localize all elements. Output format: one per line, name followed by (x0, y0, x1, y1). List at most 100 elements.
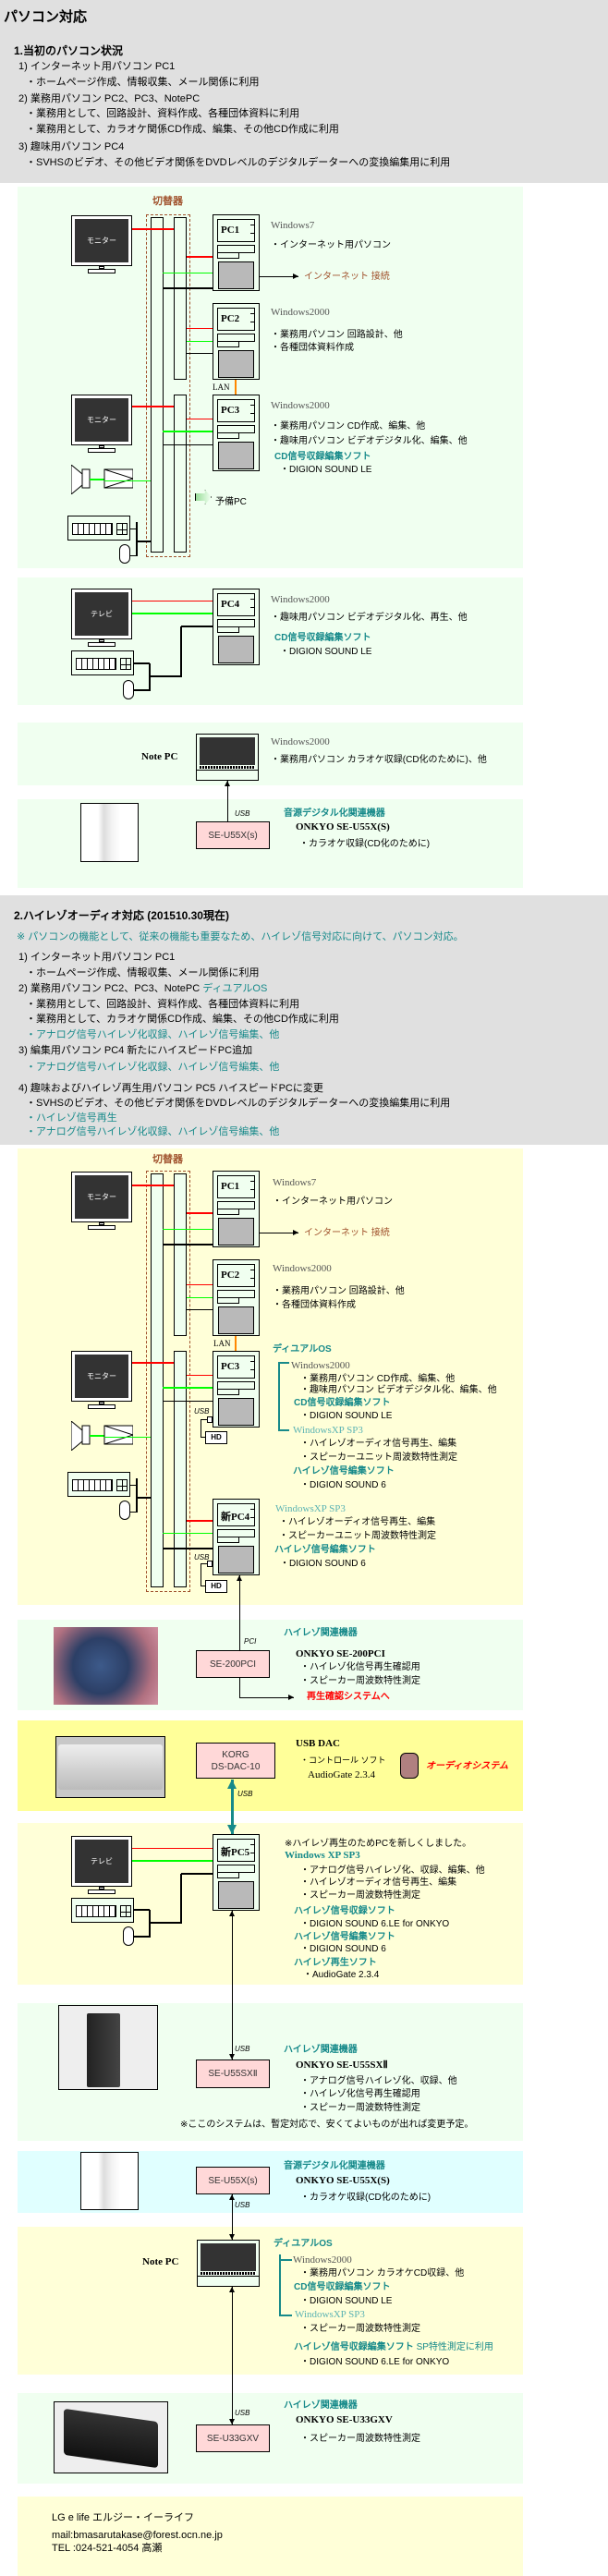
drive-bay (217, 1537, 239, 1543)
device-model: ONKYO SE-U55X(S) (296, 2175, 390, 2186)
s2-line: 4) 趣味およびハイレゾ再生用パソコン PC5 ハイスピードPCに変更 (18, 1083, 323, 1095)
cable (163, 1229, 213, 1230)
switch-bar (174, 1351, 187, 1587)
pc-label: PC2 (217, 1264, 255, 1287)
drive-bay (217, 341, 239, 347)
cable (137, 1497, 151, 1499)
cable (163, 1244, 213, 1245)
footer-mail[interactable]: mail:bmasarutakase@forest.ocn.ne.jp (52, 2530, 223, 2541)
pc-detail (250, 1278, 255, 1279)
pc-desc: ・インターネット用パソコン (273, 1197, 393, 1207)
os-label: Windows2000 (271, 400, 330, 411)
lan-cable (235, 1336, 237, 1351)
cable (201, 1437, 205, 1438)
vent-grill (218, 1546, 254, 1574)
drive-bay (217, 626, 239, 633)
keypad (120, 658, 131, 670)
keyboard-icon (71, 1898, 134, 1923)
switch-label: 切替器 (152, 196, 183, 207)
arrow-head-icon (229, 2419, 235, 2424)
device-model: ONKYO SE-U55SXⅡ (296, 2060, 388, 2071)
pc-desc: ・スピーカーユニット周波数特性測定 (300, 1452, 457, 1463)
switch-box (146, 1171, 190, 1592)
pc-desc: ・業務用パソコン 回路設計、他 (273, 1286, 405, 1296)
arrow-head-icon (293, 273, 298, 279)
vent-grill (218, 350, 254, 378)
cable (130, 555, 138, 556)
dual-os-label: ディユアルOS (273, 1344, 332, 1355)
pc-label: PC3 (217, 399, 255, 422)
pc-tower-icon: PC3 (213, 1351, 260, 1428)
arrow-head-icon (229, 1911, 235, 1916)
soft-name: ・DIGION SOUND LE (280, 465, 372, 475)
device-desc: ・アナログ信号ハイレゾ化、収録、他 (300, 2076, 457, 2086)
s2-line-text: 3) 編集用パソコン PC4 新たにハイスピードPC追加 (18, 1045, 253, 1056)
monitor-label: テレビ (75, 1840, 128, 1883)
switch-bar (174, 1173, 187, 1336)
s2-line: ・アナログ信号ハイレゾ化収録、ハイレゾ信号編集、他 (26, 1062, 279, 1074)
switch-bar (151, 217, 164, 553)
device-desc: ・スピーカー周波数特性測定 (300, 2434, 420, 2444)
soft-heading: ハイレゾ信号収録ソフト (294, 1906, 395, 1916)
se-u55x-photo (80, 803, 139, 862)
monitor-icon: モニター (71, 1172, 132, 1222)
device-se-u55sx2: SE-U55SXⅡ (196, 2060, 270, 2088)
usb-label: USB (235, 2045, 250, 2053)
s2-line-text: 4) 趣味およびハイレゾ再生用パソコン PC5 ハイスピードPCに変更 (18, 1083, 323, 1094)
pc-tower-icon: PC4 (213, 589, 260, 665)
pc-desc: ・ハイレゾオーディオ信号再生、編集 (279, 1517, 436, 1527)
keyboard-icon (71, 650, 134, 675)
mouse-icon (123, 680, 134, 699)
device-se-u55x: SE-U55X(s) (196, 2167, 270, 2194)
cable (201, 1419, 207, 1420)
s2-line-text: ・業務用として、回路設計、資料作成、各種団体資料に利用 (26, 999, 300, 1010)
cable (187, 1309, 213, 1310)
tree-line (278, 1429, 289, 1431)
tree-line (278, 1362, 280, 1430)
pc-desc: ・業務用パソコン CD作成、編集、他 (271, 421, 426, 431)
cable (181, 626, 213, 627)
vent-grill (218, 1306, 254, 1334)
laptop-keys (201, 2272, 256, 2275)
device-desc: ・カラオケ収録(CD化のために) (300, 2193, 432, 2203)
keys (72, 523, 113, 535)
vent-grill (218, 1398, 254, 1426)
arrow-head-icon (225, 781, 230, 786)
s1-line: 1) インターネット用パソコン PC1 (18, 61, 176, 72)
keys (76, 658, 116, 670)
se-u55x-photo (80, 2152, 139, 2210)
cable (187, 1212, 213, 1214)
laptop-keys (200, 766, 255, 769)
arrow-head-icon (229, 2194, 235, 2200)
monitor-label: テレビ (75, 592, 128, 636)
pc-desc: ・アナログ信号ハイレゾ化、収録、編集、他 (300, 1865, 485, 1876)
cable (187, 256, 213, 258)
internet-label: インターネット 接続 (304, 1228, 390, 1238)
pc-desc: ・各種団体資料作成 (273, 1300, 356, 1310)
cable (180, 1874, 182, 1924)
pc-label: PC1 (217, 219, 255, 242)
cable (187, 1284, 213, 1285)
device-desc: ・ハイレゾ化信号再生確認用 (300, 1662, 420, 1672)
os-label: WindowsXP SP3 (275, 1503, 346, 1514)
device-desc: ・コントロール ソフト (300, 1756, 386, 1765)
drive-bay (217, 1209, 239, 1215)
pc-tower-icon: PC1 (213, 214, 260, 291)
arrow-line (232, 2287, 233, 2424)
cable (187, 1520, 213, 1522)
cable (187, 341, 213, 342)
footer: LG e life エルジー・イーライフ mail:bmasarutakase@… (18, 2497, 523, 2576)
connector-icon (400, 1753, 419, 1779)
soft-heading: ハイレゾ信号編集ソフト (293, 1466, 395, 1476)
s2-line-text: 2) 業務用パソコン PC2、PC3、NotePC (18, 983, 201, 994)
device-model: ONKYO SE-U55X(S) (296, 821, 390, 832)
pc-detail (250, 607, 255, 608)
pc-desc: ・インターネット用パソコン (271, 240, 391, 250)
arrow-line (231, 1780, 234, 1834)
s2-line-highlight: ディユアルOS (200, 983, 268, 994)
os-label: Windows2000 (273, 1263, 332, 1274)
pc-detail (250, 233, 255, 234)
keyboard-icon (67, 1472, 130, 1497)
pc-label: PC3 (217, 1355, 255, 1379)
arrow-head-icon (293, 1230, 298, 1235)
